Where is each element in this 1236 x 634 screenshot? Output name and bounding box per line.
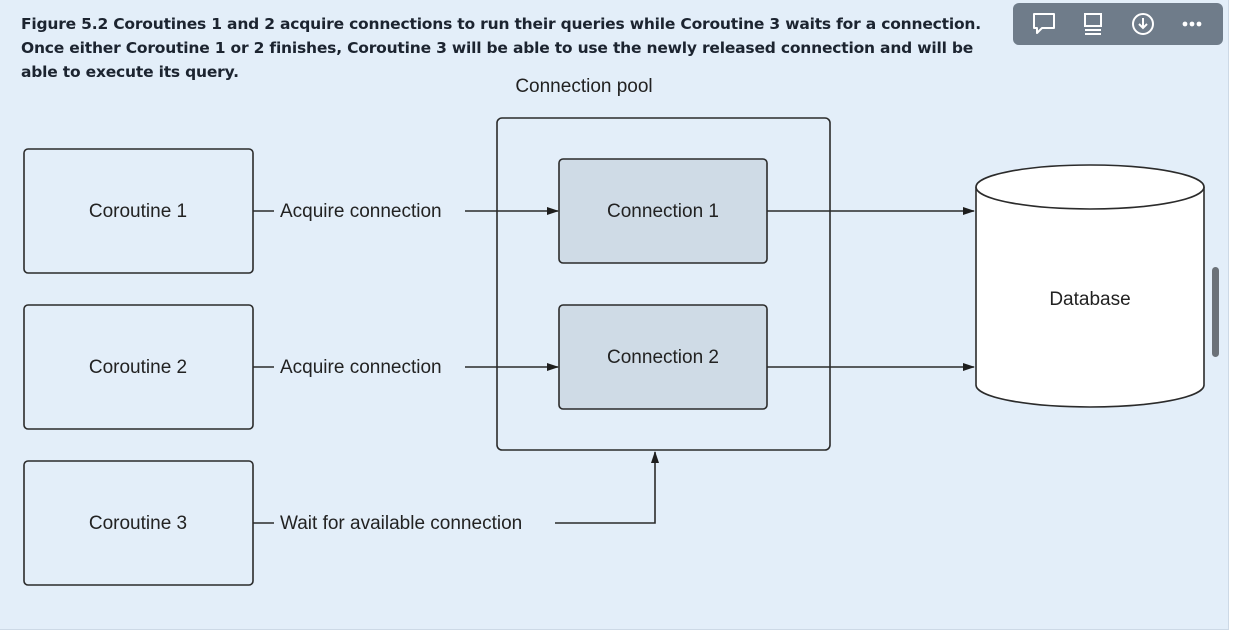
connection-2-label: Connection 2 — [607, 347, 719, 368]
coroutine-3-box: Coroutine 3 — [23, 460, 254, 586]
figure-caption: Figure 5.2 Coroutines 1 and 2 acquire co… — [21, 15, 981, 81]
coroutine-2-label: Coroutine 2 — [89, 357, 187, 378]
edge-wait-3: Wait for available connection — [253, 451, 659, 534]
figure-toolbar — [1013, 3, 1223, 45]
coroutine-1-label: Coroutine 1 — [89, 201, 187, 222]
coroutine-1-box: Coroutine 1 — [23, 148, 254, 274]
notes-button[interactable] — [1076, 7, 1110, 41]
comment-icon — [1032, 13, 1055, 34]
comment-button[interactable] — [1027, 7, 1061, 41]
more-icon — [1182, 21, 1202, 27]
scrollbar-thumb[interactable] — [1212, 267, 1219, 357]
edge-label-2: Acquire connection — [280, 357, 442, 378]
download-button[interactable] — [1126, 7, 1160, 41]
connection-1-box: Connection 1 — [558, 158, 768, 264]
edge-label-3: Wait for available connection — [280, 513, 522, 534]
edge-acquire-1: Acquire connection — [253, 201, 559, 222]
coroutine-2-box: Coroutine 2 — [23, 304, 254, 430]
pool-label: Connection pool — [515, 76, 652, 97]
coroutine-3-label: Coroutine 3 — [89, 513, 187, 534]
edge-label-1: Acquire connection — [280, 201, 442, 222]
download-icon — [1131, 13, 1154, 35]
connection-2-box: Connection 2 — [558, 304, 768, 410]
connection-pool-box — [496, 117, 831, 451]
more-button[interactable] — [1175, 7, 1209, 41]
connection-1-label: Connection 1 — [607, 201, 719, 222]
database-cylinder: Database — [975, 164, 1205, 408]
notes-icon — [1084, 13, 1103, 35]
database-label: Database — [1049, 289, 1130, 310]
edge-acquire-2: Acquire connection — [253, 357, 559, 378]
